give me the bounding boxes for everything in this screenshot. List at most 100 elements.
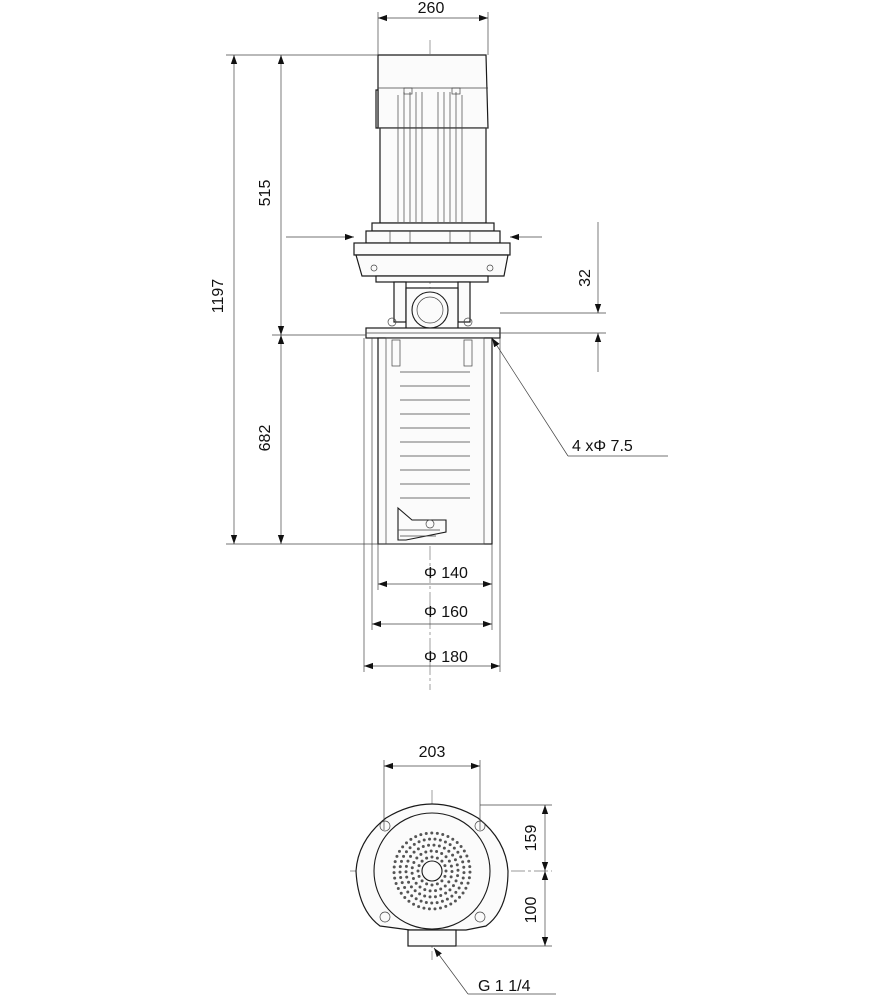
grille-slot [398, 865, 402, 869]
grille-slot [404, 841, 408, 845]
grille-slot [468, 870, 472, 874]
grille-slot [443, 864, 447, 868]
dim-flange-offset: 32 [500, 222, 606, 372]
label-holes: 4 xΦ 7.5 [572, 438, 633, 455]
top-motor-circle [373, 812, 491, 930]
grille-slot [409, 837, 413, 841]
grille-slot [399, 859, 403, 863]
top-flange-outline [355, 803, 509, 931]
grille-slot [422, 906, 426, 910]
grille-slot [451, 884, 455, 888]
grille-slot [427, 907, 431, 911]
side-view: 260 1197 515 682 [210, 0, 668, 690]
grille-slot [413, 889, 417, 893]
grille-slot [423, 894, 427, 898]
grille-slot [449, 902, 453, 906]
grille-slot [412, 850, 416, 854]
grille-slot [467, 859, 471, 863]
grille-slot [448, 843, 452, 847]
grille-slot [399, 875, 403, 879]
grille-slot [438, 906, 442, 910]
grille-slot [434, 889, 438, 893]
grille-slot [422, 838, 426, 842]
grille-slot [419, 852, 423, 856]
leader-holes: 4 xΦ 7.5 [491, 337, 668, 457]
grille-slot [428, 837, 432, 841]
grille-slot [430, 855, 434, 859]
grille-slot [440, 852, 444, 855]
fan-hub [421, 860, 443, 882]
grille-slot [406, 859, 410, 863]
grille-slot [455, 841, 459, 845]
grille-slot [410, 871, 414, 875]
grille-slot [394, 881, 398, 885]
pump-stages [400, 371, 470, 499]
dim-dia-160: Φ 160 [371, 338, 493, 630]
grille-slot [443, 874, 447, 878]
grille-slot [443, 840, 447, 844]
grille-slot [423, 888, 427, 892]
grille-slot [466, 881, 470, 885]
grille-slot [427, 843, 431, 847]
grille-slot [404, 870, 408, 874]
grille-slot [403, 896, 407, 900]
grille-slot [435, 882, 439, 886]
grille-slot [421, 845, 425, 849]
grille-slot [459, 845, 463, 849]
grille-slot [420, 859, 424, 863]
grille-slot [430, 831, 434, 835]
grille-slot [451, 837, 455, 841]
motor-flange [353, 242, 511, 283]
grille-slot [444, 891, 448, 895]
grille-slot [454, 879, 458, 883]
grille-slot [456, 874, 460, 878]
grille-slot [461, 860, 465, 864]
grille-slot [453, 858, 457, 862]
grille-slot [433, 895, 437, 899]
top-outlet [407, 929, 457, 947]
grille-slot [398, 870, 402, 874]
dim-motor-width: 260 [377, 0, 489, 55]
grille-slot [444, 904, 448, 908]
dim-upper-height: 515 [257, 55, 366, 336]
dim-overall-height: 1197 [210, 54, 400, 545]
grille-slot [449, 875, 453, 879]
grille-slot [447, 880, 451, 884]
coupling-housing [387, 281, 473, 331]
grille-slot [414, 835, 418, 839]
grille-slot [429, 849, 433, 853]
grille-slot [450, 870, 454, 874]
grille-slot [417, 905, 421, 909]
grille-slot [409, 854, 413, 858]
dim-dia-140: Φ 140 [377, 544, 493, 590]
grille-slot [393, 876, 397, 880]
grille-slot [464, 886, 468, 890]
grille-slot [424, 900, 428, 904]
grille-slot [449, 864, 453, 868]
grille-slot [415, 856, 419, 860]
grille-slot [444, 869, 448, 873]
grille-slot [430, 901, 434, 905]
grille-slot [420, 879, 424, 883]
label-flange-offset: 32 [577, 269, 594, 287]
grille-slot [393, 860, 397, 864]
grille-slot [412, 902, 416, 906]
grille-slot [447, 859, 451, 863]
label-top-offset: 159 [523, 825, 540, 852]
grille-slot [462, 849, 466, 853]
grille-slot [416, 869, 420, 873]
grille-slot [435, 850, 439, 854]
grille-slot [448, 888, 452, 892]
grille-slot [412, 842, 416, 846]
grille-slot [450, 894, 454, 898]
grille-slot [428, 895, 432, 899]
fan-grille [392, 831, 472, 911]
grille-slot [401, 845, 405, 849]
grille-slot [441, 833, 445, 837]
dim-base-width: 203 [383, 744, 481, 830]
grille-slot [405, 875, 409, 879]
grille-slot [395, 854, 399, 858]
grille-slot [456, 850, 460, 854]
grille-slot [437, 844, 441, 848]
